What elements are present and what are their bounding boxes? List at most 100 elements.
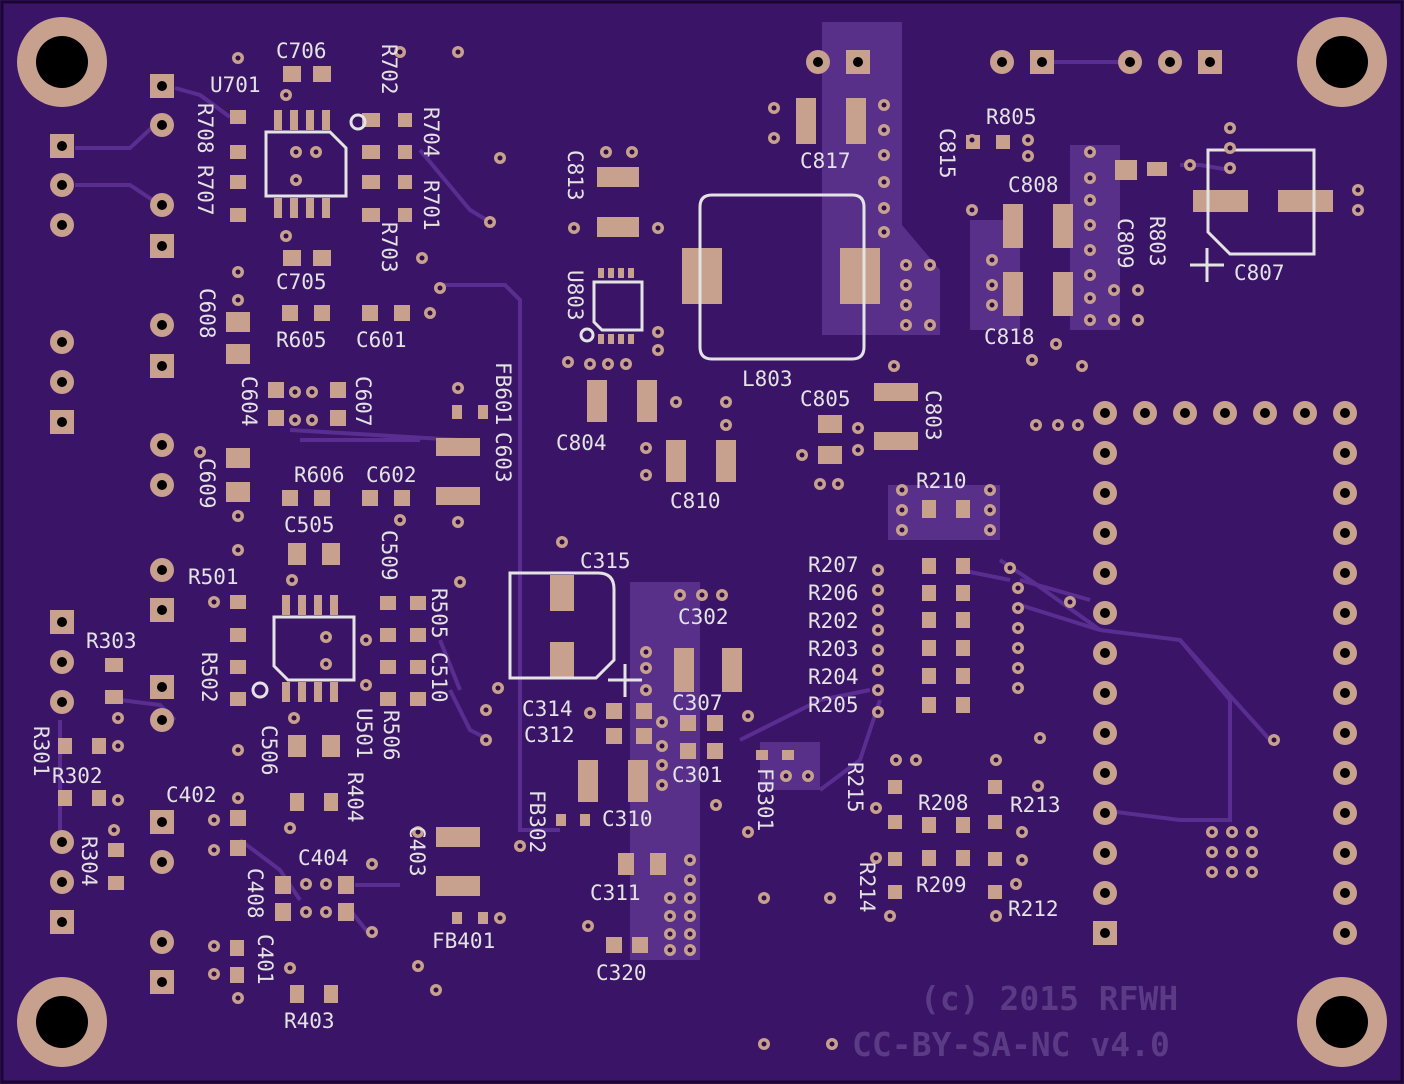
via-hole [969,207,975,213]
via-hole [1015,645,1021,651]
via-hole [687,947,693,953]
via-hole [873,855,879,861]
header-pin-hole [1100,848,1110,858]
via-hole [1227,165,1233,171]
via-hole [235,547,241,553]
label-r404: R404 [343,772,367,823]
via-hole [993,913,999,919]
label-r214: R214 [855,862,879,913]
label-c402: C402 [166,783,217,807]
via-hole [687,931,693,937]
via-hole [235,795,241,801]
label-r701: R701 [419,180,443,231]
label-c809: C809 [1113,218,1137,269]
via-hole [687,895,693,901]
via-hole [457,579,463,585]
via-hole [903,282,909,288]
label-r506: R506 [379,710,403,761]
via-hole [667,913,673,919]
label-r202: R202 [808,609,859,633]
via-hole [1209,869,1215,875]
via-hole [873,805,879,811]
via-hole [881,102,887,108]
via-hole [487,219,493,225]
smd-pads [58,66,1333,1003]
label-c408: C408 [243,868,267,919]
via-hole [1135,317,1141,323]
via-hole [287,965,293,971]
via-hole [677,592,683,598]
label-c609: C609 [195,458,219,509]
via-hole [667,895,673,901]
via-hole [687,877,693,883]
via-hole [667,931,673,937]
label-c312: C312 [524,723,575,747]
via-hole [1015,625,1021,631]
via-hole [687,913,693,919]
via-hole [783,773,789,779]
via-hole [1249,849,1255,855]
via-hole [891,363,897,369]
via-hole [829,1041,835,1047]
via-hole [587,710,593,716]
via-hole [771,135,777,141]
via-hole [235,747,241,753]
header-pin-hole [1340,648,1350,658]
via-hole [303,881,309,887]
header-pin-hole [1340,728,1350,738]
label-c815: C815 [935,128,959,179]
via-hole [899,487,905,493]
mounting-holes [17,17,1387,1067]
via-hole [235,297,241,303]
via-hole [517,843,523,849]
via-hole [287,825,293,831]
label-r213: R213 [1010,793,1061,817]
header-pin-hole [1140,408,1150,418]
via-hole [655,347,661,353]
via-hole [875,587,881,593]
header-pin-hole [1100,768,1110,778]
via-hole [643,445,649,451]
via-hole [323,634,329,640]
via-hole [323,881,329,887]
label-c803: C803 [921,390,945,441]
via-hole [397,517,403,523]
header-pin-hole [1340,528,1350,538]
via-hole [659,782,665,788]
via-hole [989,257,995,263]
label-c404: C404 [298,846,349,870]
via-hole [291,715,297,721]
via-hole [761,895,767,901]
via-hole [455,385,461,391]
via-hole [1015,585,1021,591]
label-c320: C320 [596,961,647,985]
label-c705: C705 [276,270,327,294]
header-pin-hole [1100,448,1110,458]
via-hole [987,507,993,513]
label-c315: C315 [580,549,631,573]
via-hole [875,627,881,633]
via-hole [987,487,993,493]
header-pin-hole [1100,408,1110,418]
label-r707: R707 [193,165,217,216]
top-header [806,50,1222,74]
label-r403: R403 [284,1009,335,1033]
via-hole [309,417,315,423]
via-hole [1249,829,1255,835]
via-hole [1013,881,1019,887]
via-hole [881,152,887,158]
via-hole [369,929,375,935]
via-hole [927,262,933,268]
via-hole [761,1041,767,1047]
label-l803: L803 [742,367,793,391]
via-hole [1007,565,1013,571]
via-hole [1209,829,1215,835]
via-hole [1209,849,1215,855]
via-hole [1075,422,1081,428]
via-hole [1025,153,1031,159]
via-hole [497,155,503,161]
via-hole [1079,363,1085,369]
via-hole [483,737,489,743]
via-hole [115,715,121,721]
via-hole [1087,295,1093,301]
